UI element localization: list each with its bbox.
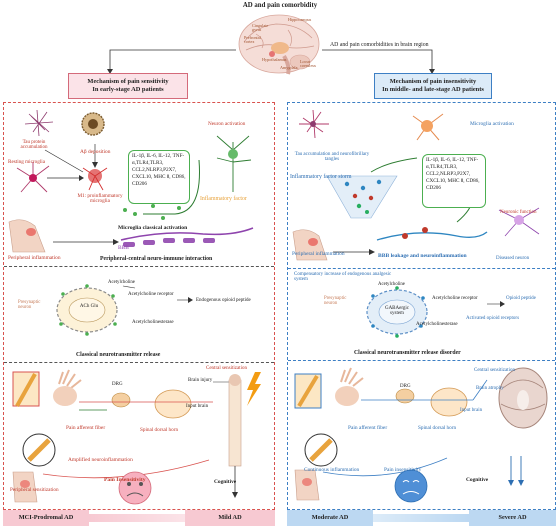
left-m1-label: M1: proinflammatory microglia bbox=[77, 193, 123, 205]
left-inflammatory-factor: Inflammatory factor bbox=[200, 196, 247, 202]
right-sep-2 bbox=[288, 360, 555, 361]
stage-bar-left bbox=[89, 514, 185, 522]
center-note: AD and pain comorbidities in brain regio… bbox=[330, 42, 429, 48]
left-cytokine-box: IL-1β, IL-6, IL-12, TNF- α,TLR4,TLR3, CC… bbox=[128, 150, 190, 204]
left-ach-glu: ACh Glu bbox=[79, 304, 99, 309]
right-achase: Acetylcholinesterase bbox=[416, 322, 458, 327]
right-input-brain: Input brain bbox=[460, 408, 483, 413]
right-sep-1 bbox=[288, 268, 555, 269]
left-endog-opioid: Endogenous opioid peptide bbox=[196, 298, 251, 303]
left-release-label: Classical neurotransmitter release bbox=[76, 352, 161, 358]
right-activated-opioid: Activated opioid receptors bbox=[466, 316, 520, 321]
right-neuronic: Neuronic function bbox=[500, 210, 537, 215]
left-drg: DRG bbox=[112, 382, 123, 387]
left-bbb-label: BBB bbox=[118, 245, 129, 251]
right-cognitive: Cognitive bbox=[466, 477, 489, 483]
left-resting-label: Resting microglia bbox=[8, 159, 46, 165]
right-continuous: Continuous inflammation bbox=[304, 467, 360, 473]
brain-label-locus: Locus coeruleus bbox=[300, 59, 317, 69]
right-opioid: Opioid peptide bbox=[506, 296, 536, 301]
left-neuroimmune-label: Peripheral-central neuro-immune interact… bbox=[100, 256, 213, 262]
right-pain-afferent: Pain afferent fiber bbox=[348, 425, 388, 431]
brain-label-hippocampus: Hippocampus bbox=[288, 17, 312, 22]
right-microglia-act: Microglia activation bbox=[470, 121, 514, 127]
right-ach-receptor: Acetylcholine receptor bbox=[432, 296, 478, 301]
left-header: Mechanism of pain sensitivity In early-s… bbox=[68, 73, 188, 99]
left-amplified: Amplified neuroinflammation bbox=[68, 457, 133, 463]
left-pain-afferent: Pain afferent fiber bbox=[66, 425, 106, 431]
left-peripheral-label: Peripheral inflammation bbox=[8, 255, 61, 261]
brain-label-hypothalamus: Hypothalamus bbox=[262, 57, 287, 62]
left-acetylcholine: Acetylcholine bbox=[108, 280, 135, 285]
left-spinal: Spinal dorsal horn bbox=[140, 427, 179, 433]
top-connectors bbox=[107, 49, 435, 74]
left-tau-label: Tau protein accumulation bbox=[20, 140, 48, 151]
right-synapse-graphic bbox=[366, 286, 505, 338]
left-neuron-activation: Neuron activation bbox=[208, 121, 246, 127]
left-presyn-label: Presynaptic neuron bbox=[18, 300, 41, 311]
right-presyn: Presynaptic neuron bbox=[324, 296, 347, 307]
right-header-line1: Mechanism of pain insensitivity bbox=[389, 78, 477, 85]
left-ach-receptor: Acetylcholine receptor bbox=[128, 292, 174, 297]
right-pain-graphics bbox=[294, 367, 548, 503]
left-cognitive: Cognitive bbox=[214, 479, 237, 485]
right-pain-insens: Pain insensitivity bbox=[384, 467, 422, 473]
left-microglia-classical: Microglia classical activation bbox=[118, 225, 188, 231]
right-acetylcholine: Acetylcholine bbox=[378, 282, 405, 287]
left-sep-1 bbox=[4, 266, 274, 267]
right-release-disorder: Classical neurotransmitter release disor… bbox=[354, 350, 461, 356]
brain-label-amygdala: Amygdala bbox=[280, 65, 298, 70]
right-infl-storm: Inflammatory factor storm bbox=[290, 174, 352, 180]
right-gaba: GABAergic system bbox=[384, 306, 410, 317]
right-tau-ntf: Tau accumulation and neurofibrillary tan… bbox=[294, 152, 370, 163]
left-abeta-label: Aβ deposition bbox=[80, 149, 111, 155]
left-central-sens: Central sensitization bbox=[206, 366, 247, 371]
left-input-brain: Input brain bbox=[186, 404, 209, 409]
brain-label-cingulate: Cingulate gyrus bbox=[252, 23, 269, 33]
left-brain-injury: Brain injury bbox=[188, 378, 213, 383]
right-top-graphics bbox=[292, 109, 540, 261]
brain-label-prefrontal: Prefrontal cortex bbox=[244, 35, 261, 45]
right-brain-atrophy: Brain atrophy bbox=[476, 386, 504, 391]
left-header-line2: In early-stage AD patients bbox=[92, 86, 164, 94]
left-periph-sens: Peripheral sensitization bbox=[10, 487, 59, 493]
diagram-title: AD and pain comorbidity bbox=[242, 2, 318, 9]
right-cytokine-box: IL-1β, IL-6, IL-12, TNF- α,TLR4,TLR3, CC… bbox=[422, 154, 486, 208]
right-bbb-leak: BBB leakage and neuroinflammation bbox=[378, 253, 467, 259]
right-spinal: Spinal dorsal horn bbox=[418, 425, 457, 431]
stage-moderate: Moderate AD bbox=[287, 510, 373, 526]
left-top-graphics bbox=[8, 109, 254, 253]
left-header-line1: Mechanism of pain sensitivity bbox=[87, 78, 169, 85]
right-compensatory: Compensatory increase of endogenous anal… bbox=[294, 272, 392, 283]
left-pain-graphics bbox=[12, 369, 261, 505]
left-sep-2 bbox=[4, 362, 274, 363]
right-drg: DRG bbox=[400, 384, 411, 389]
brain-illustration bbox=[238, 14, 320, 75]
left-pain-insens: Pain Insensitivity bbox=[104, 477, 146, 483]
right-diseased: Diseased neuron bbox=[496, 256, 530, 261]
right-central-sens: Central sensitization bbox=[474, 368, 515, 373]
left-achase: Acetylcholinesterase bbox=[132, 320, 174, 325]
right-panel bbox=[287, 102, 556, 510]
stage-bar-right bbox=[373, 514, 469, 522]
right-peripheral: Peripheral inflammation bbox=[292, 251, 345, 257]
stage-mild: Mild AD bbox=[185, 510, 275, 526]
right-header: Mechanism of pain insensitivity In middl… bbox=[374, 73, 492, 99]
left-panel bbox=[3, 102, 275, 510]
stage-severe: Severe AD bbox=[469, 510, 556, 526]
left-synapse-graphic bbox=[56, 284, 193, 336]
right-header-line2: In middle- and late-stage AD patients bbox=[382, 86, 484, 94]
stage-mci: MCI-Prodromal AD bbox=[3, 510, 89, 526]
